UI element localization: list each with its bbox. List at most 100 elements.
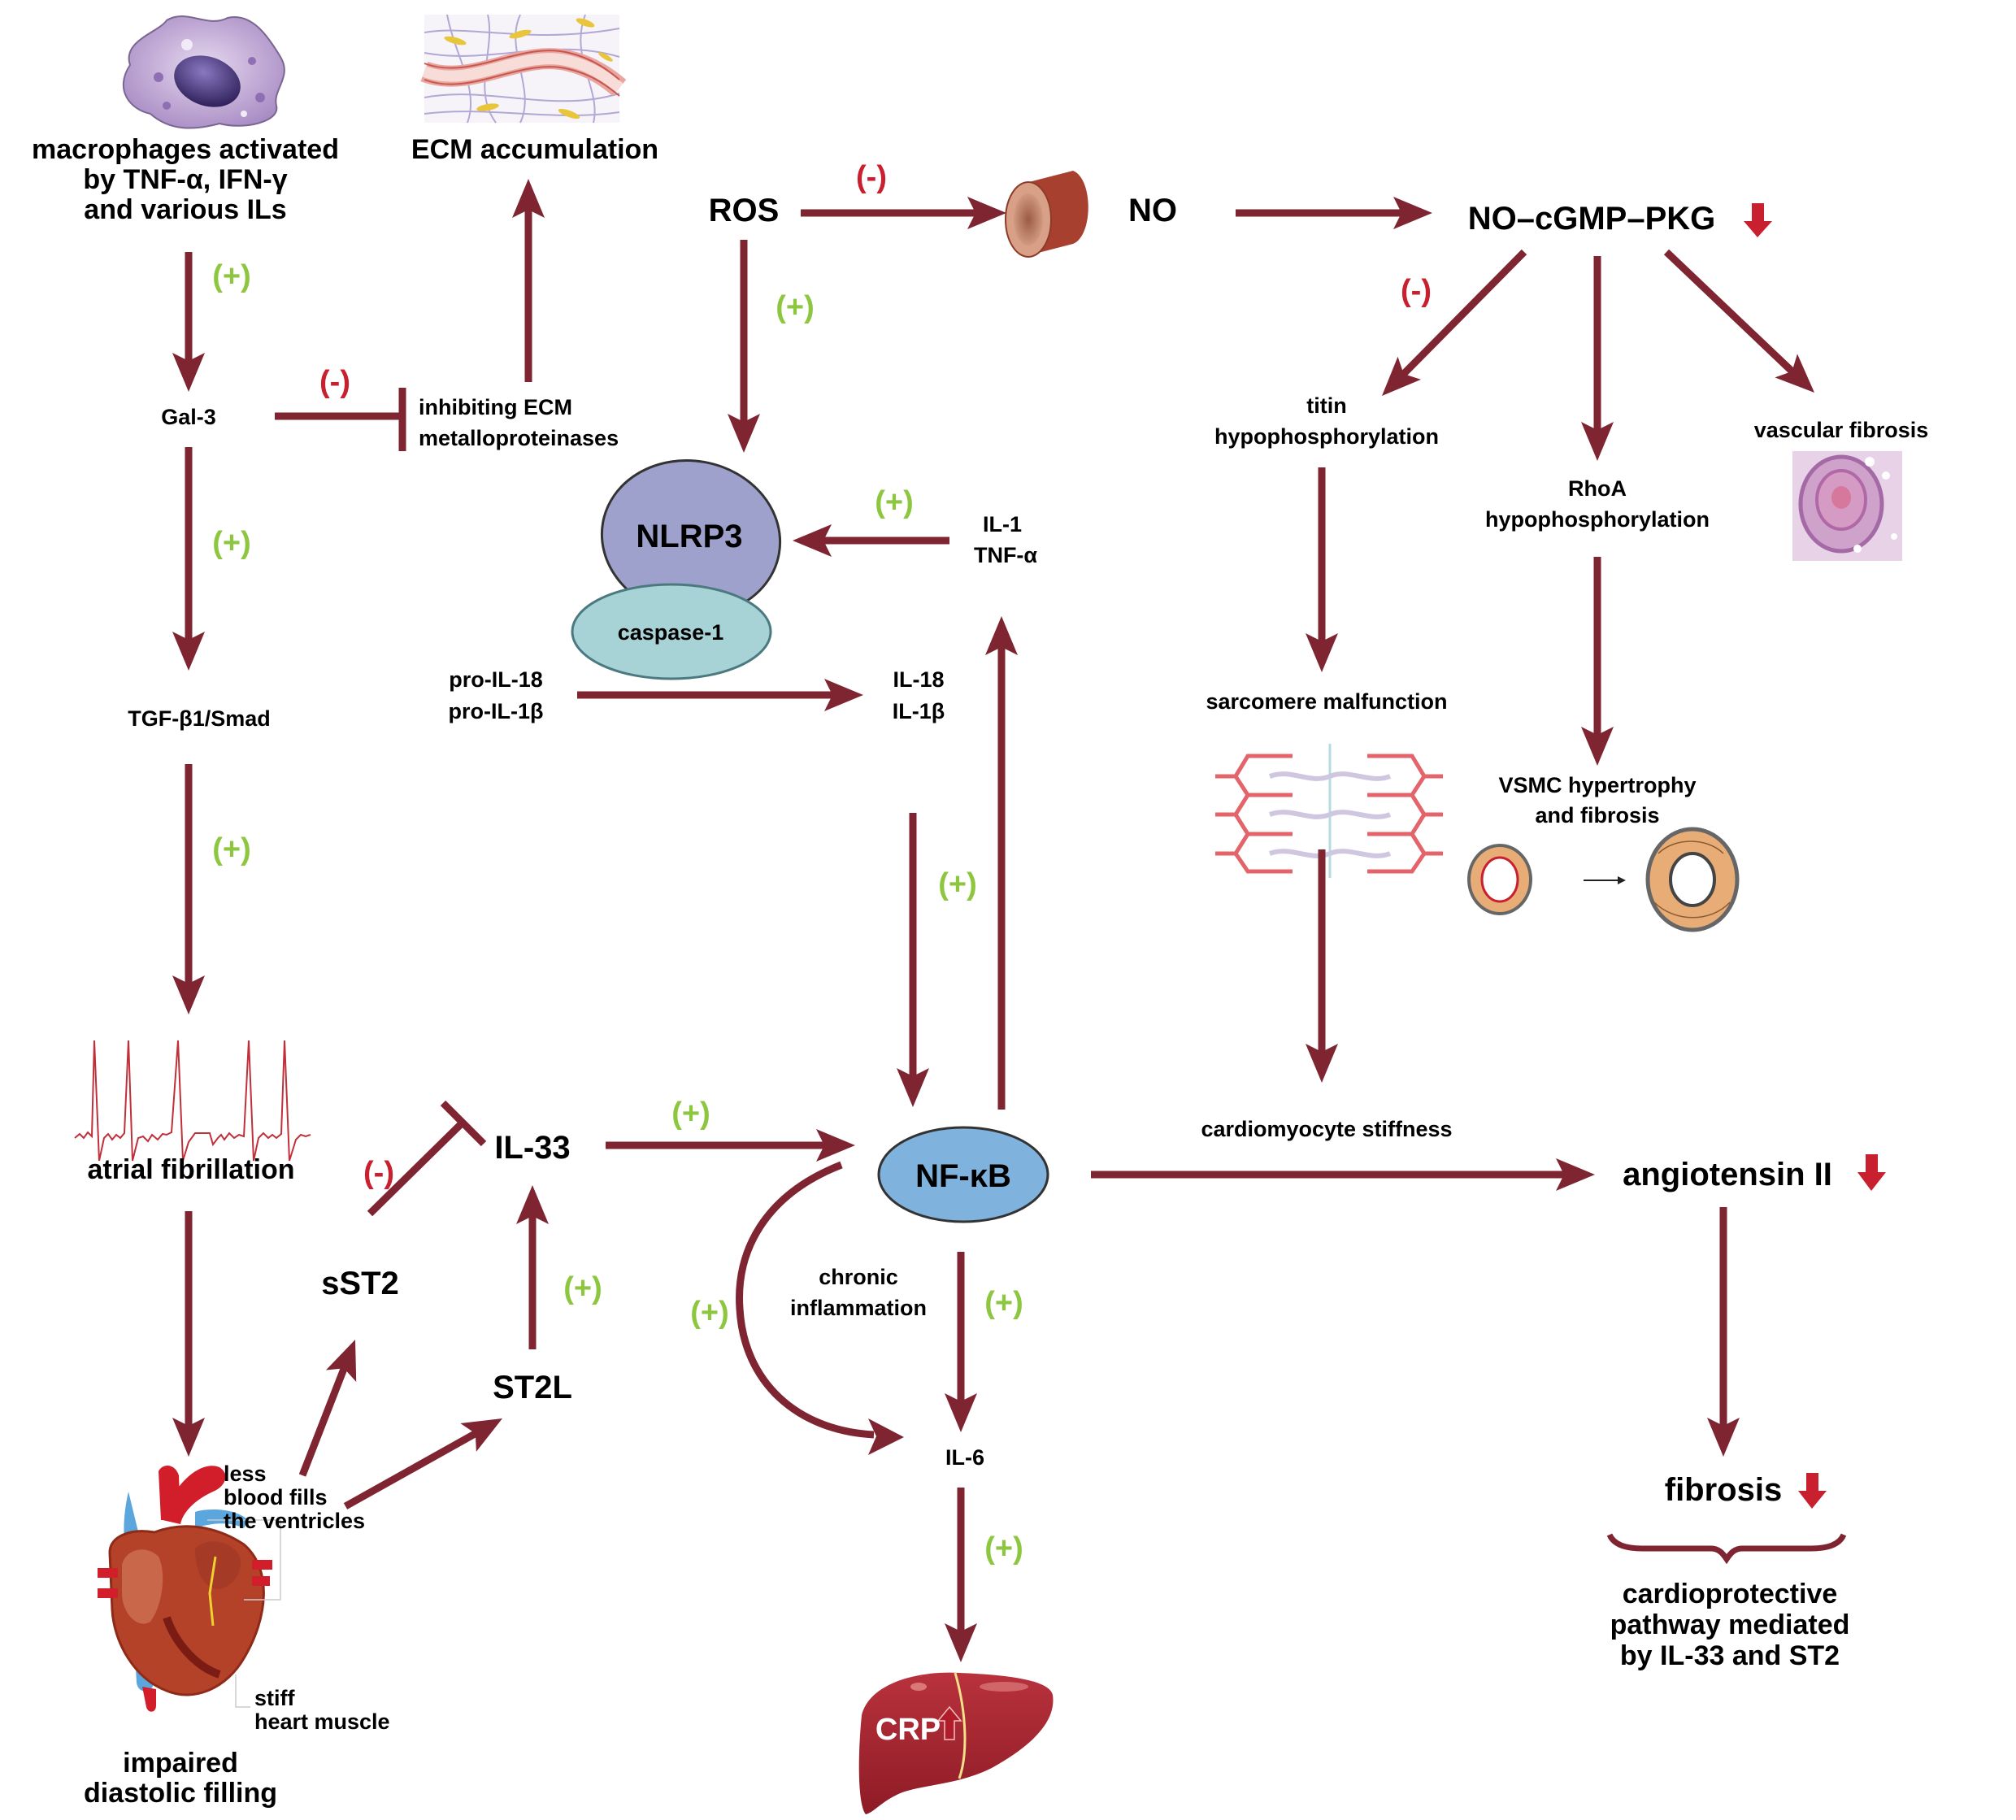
st2l-label: ST2L (493, 1370, 572, 1405)
chronic-inflammation-label: inflammation (790, 1296, 927, 1320)
nlrp3-label: NLRP3 (636, 519, 742, 554)
vessel-wall-thickening-icon (1467, 827, 1740, 932)
activation-sign: (+) (212, 259, 251, 293)
heart-annotation: blood fills (224, 1485, 328, 1509)
arrow-nfkb-to-il1-head (985, 616, 1018, 655)
heart-caption: diastolic filling (84, 1778, 277, 1809)
nfkb-label: NF-κB (915, 1158, 1011, 1194)
heart-caption: impaired (123, 1748, 238, 1779)
arrow-nfkb-to-angiotensin (1091, 1158, 1595, 1191)
brace-icon (1606, 1533, 1847, 1565)
curved-arrow-chronic-inflammation (736, 1161, 904, 1455)
caspase1-shape (571, 583, 772, 680)
activation-sign: (+) (212, 526, 251, 560)
ecg-trace-icon (74, 1040, 311, 1162)
arrow-tgf-to-af-head (172, 975, 205, 1014)
arrow-heart-to-st2l-shaft (343, 1430, 478, 1509)
arrow-inhibitor-to-ecm-head (512, 179, 545, 218)
crp-label: CRP (875, 1713, 941, 1747)
liver-icon (858, 1672, 1054, 1814)
fibrosis-label: fibrosis (1665, 1472, 1782, 1508)
pro-il-label: pro-IL-18 (449, 667, 543, 692)
arrow-proil-to-il (577, 679, 863, 711)
arrow-ros-to-nlrp3 (728, 240, 760, 453)
titin-label: titin (1306, 393, 1346, 418)
arrow-angiotensin-to-fibrosis-head (1707, 1418, 1740, 1457)
heart-anatomy-icon (98, 1466, 281, 1712)
sarcomere-icon (1215, 744, 1443, 878)
arrow-tgf-to-af (172, 764, 205, 1014)
decrease-arrow-icon (1798, 1473, 1827, 1509)
il1-tnf-label: TNF-α (974, 543, 1037, 567)
sst2-label: sST2 (321, 1266, 399, 1301)
arrow-st2l-to-il33 (516, 1185, 549, 1349)
ros-label: ROS (709, 193, 780, 228)
ecm-illustration-icon (420, 14, 627, 124)
arrow-heart-to-sst2 (298, 1340, 357, 1477)
activation-sign: (+) (671, 1097, 710, 1131)
arrow-nocgmp-to-rhoa (1581, 256, 1614, 461)
blood-vessel-icon (1005, 171, 1088, 258)
arrow-inhibitor-to-ecm (512, 179, 545, 382)
arrow-no-to-nocgmp (1236, 197, 1432, 229)
il33-label: IL-33 (494, 1130, 570, 1166)
arrow-il1-to-nlrp3 (793, 524, 949, 557)
activation-sign: (+) (776, 290, 815, 324)
arrow-gal3-to-tgf (172, 447, 205, 671)
arrow-macrophages-to-gal3 (172, 252, 205, 392)
titin-label: hypophosphorylation (1214, 424, 1439, 449)
activation-sign: (+) (212, 832, 251, 867)
arrow-titin-to-sarcomere (1306, 467, 1338, 672)
inhibition-sign: (-) (1401, 274, 1432, 308)
heart-annotation: heart muscle (254, 1709, 390, 1734)
heart-annotation: the ventricles (224, 1509, 365, 1533)
activation-sign: (+) (563, 1271, 602, 1305)
arrow-sarcomere-to-stiffness (1306, 849, 1338, 1083)
cardioprotective-label: pathway mediated (1610, 1609, 1850, 1640)
il18-il1b-label: IL-1β (893, 699, 945, 723)
macrophages-label: macrophages activated (32, 134, 339, 165)
inhibition-bar-sst2 (367, 1100, 487, 1217)
arrow-nocgmp-to-titin-head (1382, 356, 1421, 396)
arrow-nocgmp-to-vascular-head (1775, 354, 1814, 393)
histology-vessel-icon (1792, 451, 1902, 561)
inhibiting-ecm-label: inhibiting ECM (419, 395, 572, 419)
arrow-nfkb-to-il6 (945, 1252, 977, 1432)
caspase1-label: caspase-1 (618, 620, 724, 645)
arrow-heart-to-st2l (343, 1418, 502, 1509)
arrow-heart-to-sst2-head (325, 1340, 357, 1382)
macrophages-label: by TNF-α, IFN-γ (83, 164, 287, 195)
inhibition-sign: (-) (319, 365, 350, 399)
vascular-fibrosis-label: vascular fibrosis (1754, 418, 1929, 442)
macrophages-label: and various ILs (84, 194, 286, 225)
arrow-nfkb-to-il6-head (945, 1393, 977, 1432)
arrow-nocgmp-to-rhoa-head (1581, 422, 1614, 461)
inhibition-bar-gal3 (275, 388, 406, 451)
activation-sign: (+) (690, 1296, 729, 1330)
arrow-no-to-nocgmp-head (1393, 197, 1432, 229)
arrow-sarcomere-to-stiffness-head (1306, 1044, 1338, 1083)
arrow-angiotensin-to-fibrosis (1707, 1207, 1740, 1457)
decrease-arrow-icon (1744, 203, 1772, 237)
il6-label: IL-6 (945, 1445, 984, 1470)
arrow-layer (172, 179, 1814, 1662)
arrow-il18-to-nfkb-head (897, 1068, 929, 1107)
sarcomere-label: sarcomere malfunction (1206, 689, 1447, 714)
arrow-rhoa-to-vsmc (1581, 557, 1614, 766)
rhoa-label: RhoA (1568, 476, 1627, 501)
no-label: NO (1128, 193, 1177, 228)
inhibition-sign: (-) (856, 160, 887, 194)
chronic-inflammation-label: chronic (819, 1265, 898, 1289)
arrow-nocgmp-to-vascular (1663, 249, 1814, 393)
arrow-il1-to-nlrp3-head (793, 524, 832, 557)
arrow-proil-to-il-head (824, 679, 863, 711)
arrow-heart-to-sst2-shaft (298, 1366, 348, 1477)
heart-annotation: stiff (254, 1686, 296, 1710)
cardioprotective-label: by IL-33 and ST2 (1620, 1640, 1840, 1671)
arrow-il33-to-nfkb (606, 1129, 855, 1162)
ecm-accumulation-label: ECM accumulation (411, 134, 658, 165)
arrow-ros-to-no (801, 197, 1006, 229)
activation-sign: (+) (984, 1286, 1023, 1320)
atrial-fibrillation-label: atrial fibrillation (87, 1154, 294, 1185)
